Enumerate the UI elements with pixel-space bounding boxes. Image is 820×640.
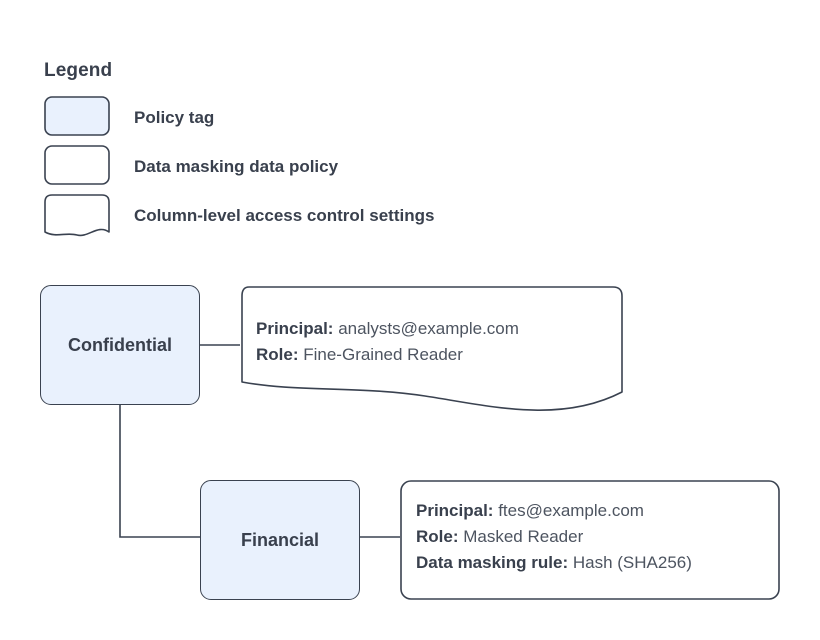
node-confidential[interactable]: Confidential bbox=[40, 285, 200, 405]
callout-financial-value-masking-rule: Hash (SHA256) bbox=[572, 553, 692, 572]
rounded-rect-filled-icon bbox=[44, 96, 110, 136]
callout-financial-key-masking-rule: Data masking rule: bbox=[416, 553, 569, 572]
callout-financial-line-principal: Principal: ftes@example.com bbox=[416, 498, 644, 524]
callout-confidential-key-role: Role: bbox=[256, 345, 299, 364]
callout-financial-key-principal: Principal: bbox=[416, 501, 494, 520]
legend-label-data-masking-policy: Data masking data policy bbox=[134, 157, 339, 176]
callout-financial-key-role: Role: bbox=[416, 527, 459, 546]
rounded-rect-outline-icon bbox=[44, 145, 110, 185]
legend-label-policy-tag: Policy tag bbox=[134, 108, 215, 127]
callout-financial-policy[interactable]: Principal: ftes@example.com Role: Masked… bbox=[400, 480, 780, 600]
legend-title: Legend bbox=[44, 60, 113, 81]
callout-financial-value-role: Masked Reader bbox=[463, 527, 584, 546]
callout-financial-value-principal: ftes@example.com bbox=[498, 501, 644, 520]
callout-confidential-access[interactable]: Principal: analysts@example.com Role: Fi… bbox=[240, 286, 624, 411]
legend-row-policy-tag: Policy tag bbox=[44, 96, 784, 140]
callout-confidential-line-role: Role: Fine-Grained Reader bbox=[256, 342, 463, 368]
legend-swatch-data-masking-policy bbox=[44, 145, 110, 185]
legend-label-column-access-settings: Column-level access control settings bbox=[134, 206, 435, 225]
node-confidential-label: Confidential bbox=[68, 334, 172, 355]
callout-confidential-line-principal: Principal: analysts@example.com bbox=[256, 316, 519, 342]
callout-confidential-value-role: Fine-Grained Reader bbox=[303, 345, 463, 364]
callout-confidential-key-principal: Principal: bbox=[256, 319, 334, 338]
legend-swatch-policy-tag bbox=[44, 96, 110, 136]
legend-swatch-column-access-settings bbox=[44, 194, 110, 237]
legend-row-data-masking-policy: Data masking data policy bbox=[44, 145, 784, 189]
rounded-rect-outline-shape bbox=[400, 480, 780, 600]
node-financial-label: Financial bbox=[240, 529, 320, 550]
callout-financial-line-role: Role: Masked Reader bbox=[416, 524, 583, 550]
legend-row-column-access-settings: Column-level access control settings bbox=[44, 194, 784, 238]
document-wavy-outline-shape bbox=[241, 286, 623, 411]
document-wavy-outline-icon bbox=[44, 194, 110, 237]
node-financial[interactable]: Financial bbox=[200, 480, 360, 600]
callout-financial-line-masking-rule: Data masking rule: Hash (SHA256) bbox=[416, 550, 692, 576]
connector-confidential-to-financial bbox=[119, 405, 200, 538]
callout-confidential-value-principal: analysts@example.com bbox=[338, 319, 519, 338]
